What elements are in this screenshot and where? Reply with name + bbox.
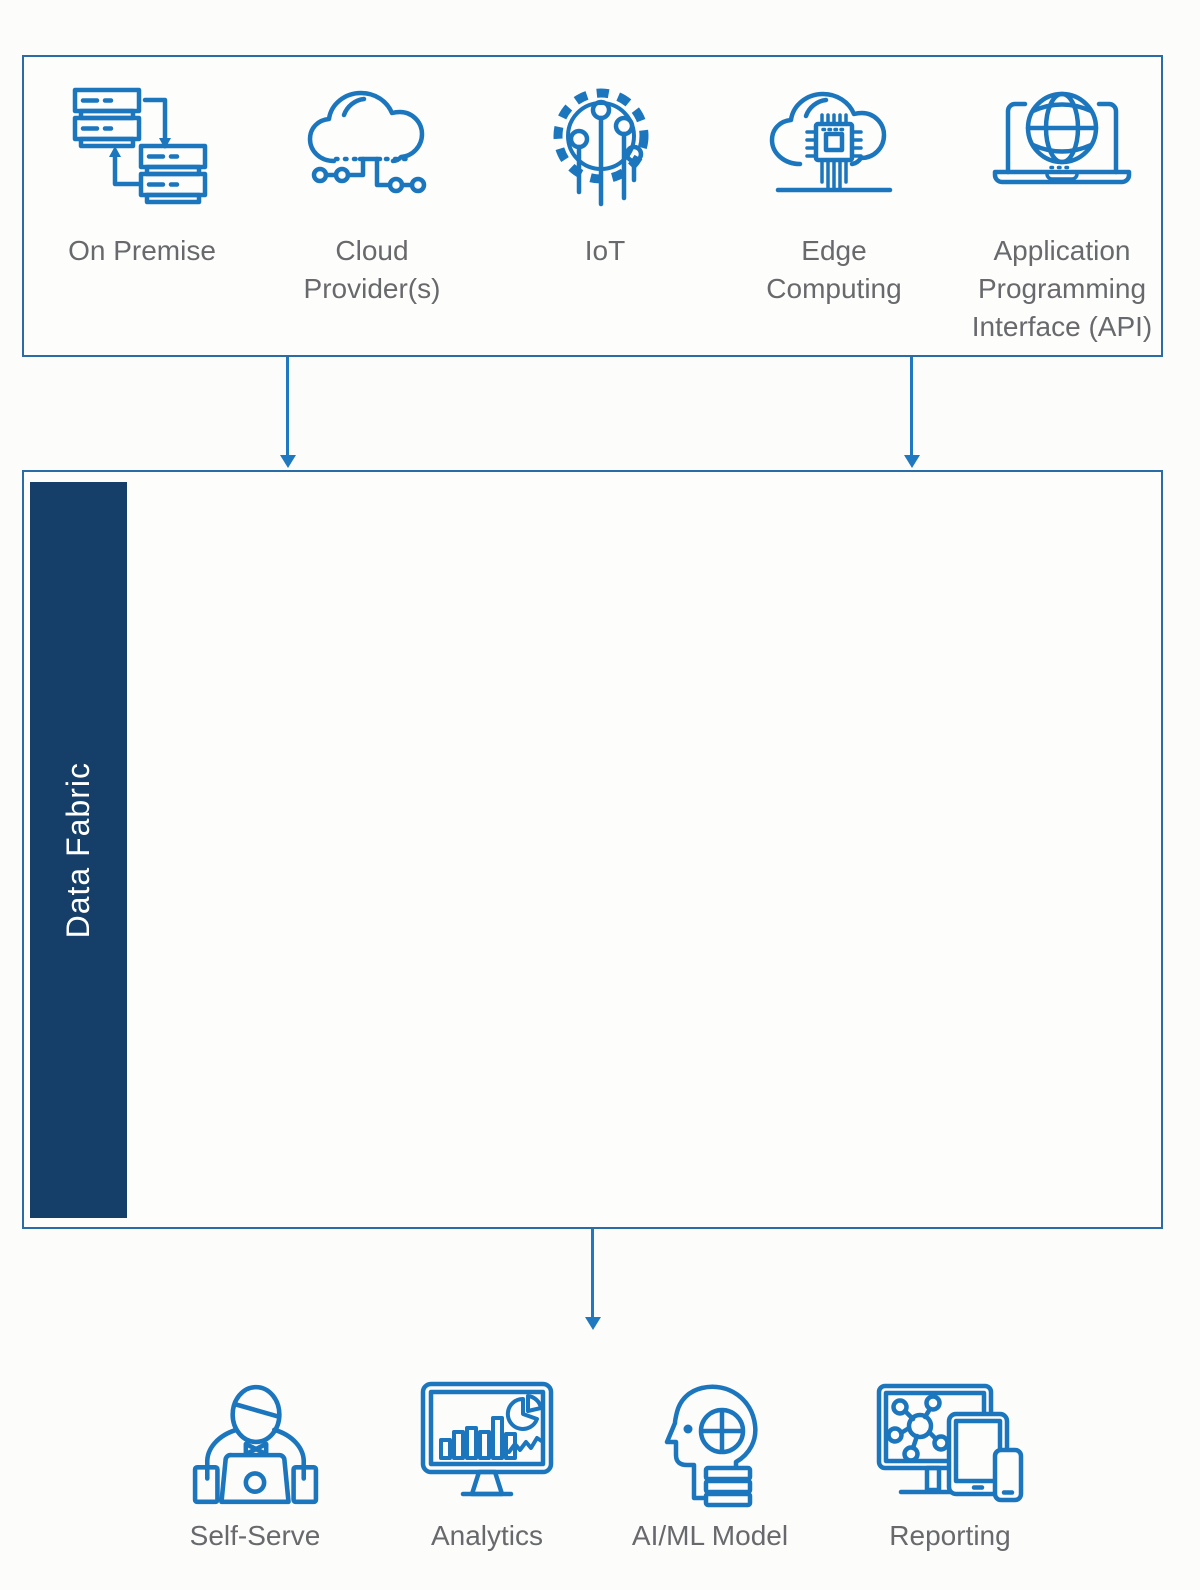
flow-arrow-fabric-to-consumers: [591, 1229, 594, 1318]
on-premise-icon-wrap: [67, 82, 217, 210]
consumer-label: Self-Serve: [189, 1520, 321, 1551]
flow-arrow-sources-to-fabric-right: [910, 357, 913, 456]
consumer-label: AI/ML Model: [631, 1520, 789, 1551]
consumer-label: Reporting: [889, 1520, 1011, 1551]
sources-box: On Premise: [22, 55, 1163, 357]
iot-icon-wrap: [544, 82, 666, 210]
data-fabric-box: Data Fabric: [22, 470, 1163, 1229]
data-fabric-label: Data Fabric: [60, 761, 96, 939]
source-item-api: Application Programming Interface (API): [962, 82, 1162, 345]
cloud-providers-icon: [307, 90, 427, 194]
api-icon: [992, 91, 1132, 185]
self-serve-icon-wrap: [189, 1368, 321, 1510]
reporting-icon: [876, 1383, 1023, 1503]
self-serve-icon: [192, 1384, 319, 1505]
consumer-item-self-serve: Self-Serve: [143, 1368, 367, 1554]
iot-icon: [553, 88, 649, 207]
data-fabric-sidebar: Data Fabric: [30, 482, 127, 1218]
source-item-iot: IoT: [505, 82, 705, 270]
consumer-label: Analytics: [430, 1520, 544, 1551]
edge-computing-icon: [769, 91, 893, 193]
consumer-item-reporting: Reporting: [838, 1368, 1062, 1554]
consumer-item-analytics: Analytics: [375, 1368, 599, 1554]
source-item-cloud-providers: Cloud Provider(s): [272, 82, 472, 308]
source-label: IoT: [584, 235, 626, 266]
source-label: Cloud Provider(s): [303, 235, 441, 304]
api-icon-wrap: [987, 82, 1137, 210]
analytics-icon: [420, 1381, 554, 1497]
source-item-edge-computing: Edge Computing: [734, 82, 934, 308]
flow-arrow-sources-to-fabric-left: [286, 357, 289, 456]
source-label: Application Programming Interface (API): [971, 235, 1153, 342]
ai-ml-model-icon: [664, 1384, 758, 1508]
cloud-providers-icon-wrap: [302, 82, 442, 210]
source-label: Edge Computing: [766, 235, 902, 304]
analytics-icon-wrap: [417, 1368, 557, 1510]
consumer-item-ai-ml-model: AI/ML Model: [598, 1368, 822, 1554]
edge-computing-icon-wrap: [764, 82, 904, 210]
on-premise-icon: [72, 87, 208, 205]
ai-ml-model-icon-wrap: [650, 1368, 770, 1510]
reporting-icon-wrap: [873, 1368, 1028, 1510]
source-item-on-premise: On Premise: [42, 82, 242, 270]
source-label: On Premise: [68, 235, 216, 266]
